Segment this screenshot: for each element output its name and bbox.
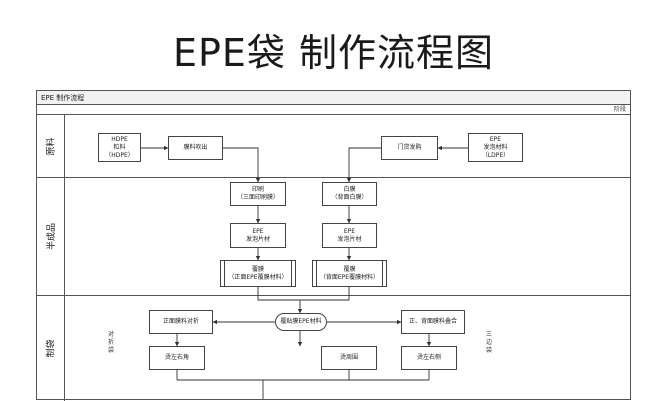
flowchart-header: EPE 制作流程	[37, 91, 630, 105]
node-printing: 印刷（三面印刷膜）	[230, 182, 286, 206]
node-seal-left-right-corners: 烫左右角	[149, 346, 205, 370]
note-three-side-bag: 三边袋	[485, 331, 492, 354]
node-seal-sides: 烫左右侧	[401, 346, 457, 370]
node-laminate-back: 覆膜（背面EPE覆膜材料）	[312, 260, 387, 287]
node-seal-around: 烫周围	[321, 346, 377, 370]
node-white-film: 白膜（背面白膜）	[322, 182, 377, 206]
lane-label-bag: 制袋	[37, 296, 65, 401]
node-laminated-epe-material: 覆贴膜EPE材料	[275, 313, 327, 331]
stage-bar: 阶段	[37, 105, 630, 115]
lane-raw: 原料	[37, 115, 630, 178]
page-title: EPE袋 制作流程图	[172, 31, 494, 75]
note-fold-bag: 对折袋	[107, 331, 114, 354]
lane-bag: 制袋	[37, 296, 630, 401]
lane-label-raw: 原料	[37, 115, 65, 177]
node-front-back-overlay: 正、背面膜料叠合	[401, 310, 465, 334]
lane-label-semi: 半成品	[37, 178, 65, 295]
lane-semi: 半成品	[37, 178, 630, 296]
connector-lines	[141, 145, 468, 399]
node-purchase: 门贷发购	[381, 136, 438, 160]
node-front-fold: 正面膜料对折	[149, 310, 213, 334]
flowchart-frame: EPE 制作流程 阶段 原料 半成品 制袋	[36, 90, 631, 401]
node-laminate-front: 覆膜（正面EPE覆膜材料）	[220, 260, 296, 287]
node-film-blowing: 膜料吹出	[168, 136, 223, 160]
